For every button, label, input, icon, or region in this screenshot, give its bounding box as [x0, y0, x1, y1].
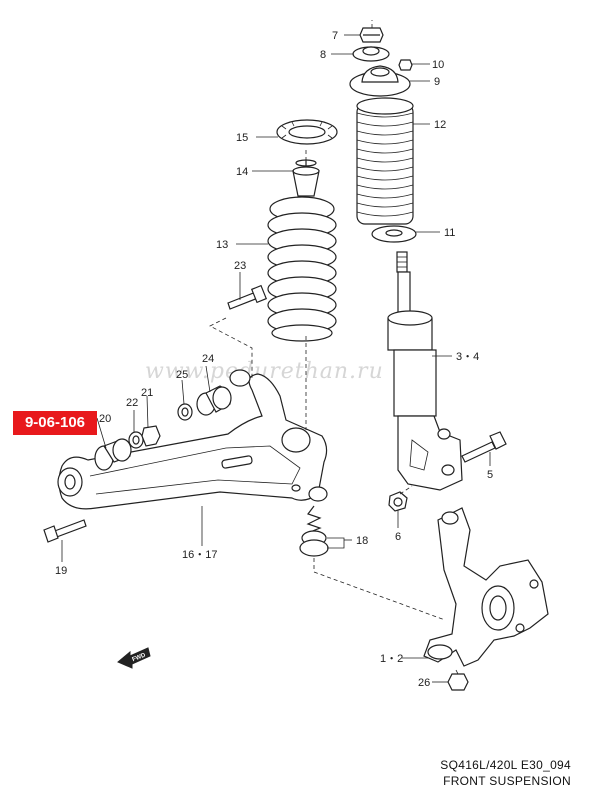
callout-7: 7 — [332, 30, 338, 42]
strut-mount-9 — [349, 65, 411, 97]
part-number-tag: 9-06-106 — [13, 411, 97, 435]
washer-11 — [371, 225, 417, 243]
coil-spring-13 — [267, 196, 337, 342]
washer-22 — [128, 431, 144, 449]
callout-19: 19 — [55, 565, 67, 577]
callout-20: 20 — [99, 413, 111, 425]
callout-26: 26 — [418, 677, 430, 689]
callout-18: 18 — [356, 535, 368, 547]
strut-assembly-3-4 — [387, 251, 463, 491]
bushing-20 — [94, 438, 132, 471]
mount-nut-10 — [398, 59, 413, 71]
callout-14: 14 — [236, 166, 248, 178]
fwd-label: FWD — [132, 652, 148, 663]
callout-24: 24 — [202, 353, 214, 365]
dust-boot-12 — [356, 97, 414, 225]
diagram-model-caption: SQ416L/420L E30_094 — [440, 758, 571, 772]
nut-6 — [388, 491, 408, 512]
callout-1-2: 1・2 — [380, 653, 403, 665]
bushing-24 — [196, 385, 232, 416]
bump-stop-14 — [292, 159, 320, 197]
callout-9: 9 — [434, 76, 440, 88]
bolt-5 — [461, 431, 507, 463]
mount-nut-7 — [359, 27, 384, 43]
bolt-19 — [43, 519, 87, 543]
callout-13: 13 — [216, 239, 228, 251]
callout-16-17: 16・17 — [182, 549, 217, 561]
callout-5: 5 — [487, 469, 493, 481]
spring-seat-15 — [276, 119, 338, 145]
steering-knuckle-1-2 — [423, 507, 549, 667]
callout-15: 15 — [236, 132, 248, 144]
callout-23: 23 — [234, 260, 246, 272]
callout-12: 12 — [434, 119, 446, 131]
leader-lines — [61, 34, 491, 683]
nut-21 — [141, 425, 161, 447]
washer-25 — [177, 403, 193, 421]
callout-6: 6 — [395, 531, 401, 543]
callout-8: 8 — [320, 49, 326, 61]
callout-3-4: 3・4 — [456, 351, 479, 363]
mount-washer-8 — [352, 46, 390, 62]
callout-labels: 7 8 10 9 12 11 15 14 13 23 3・4 5 6 16・17… — [55, 30, 493, 689]
callout-21: 21 — [141, 387, 153, 399]
ball-joint-boot-18 — [299, 505, 329, 557]
bolt-23 — [227, 284, 268, 310]
fwd-arrow-icon: FWD — [117, 647, 151, 669]
assembly-lines — [209, 20, 459, 675]
lower-control-arm-16-17 — [57, 369, 328, 510]
diagram-section-caption: FRONT SUSPENSION — [443, 774, 571, 788]
callout-22: 22 — [126, 397, 138, 409]
callout-10: 10 — [432, 59, 444, 71]
nut-26 — [447, 673, 469, 691]
callout-11: 11 — [444, 227, 455, 239]
callout-25: 25 — [176, 369, 188, 381]
